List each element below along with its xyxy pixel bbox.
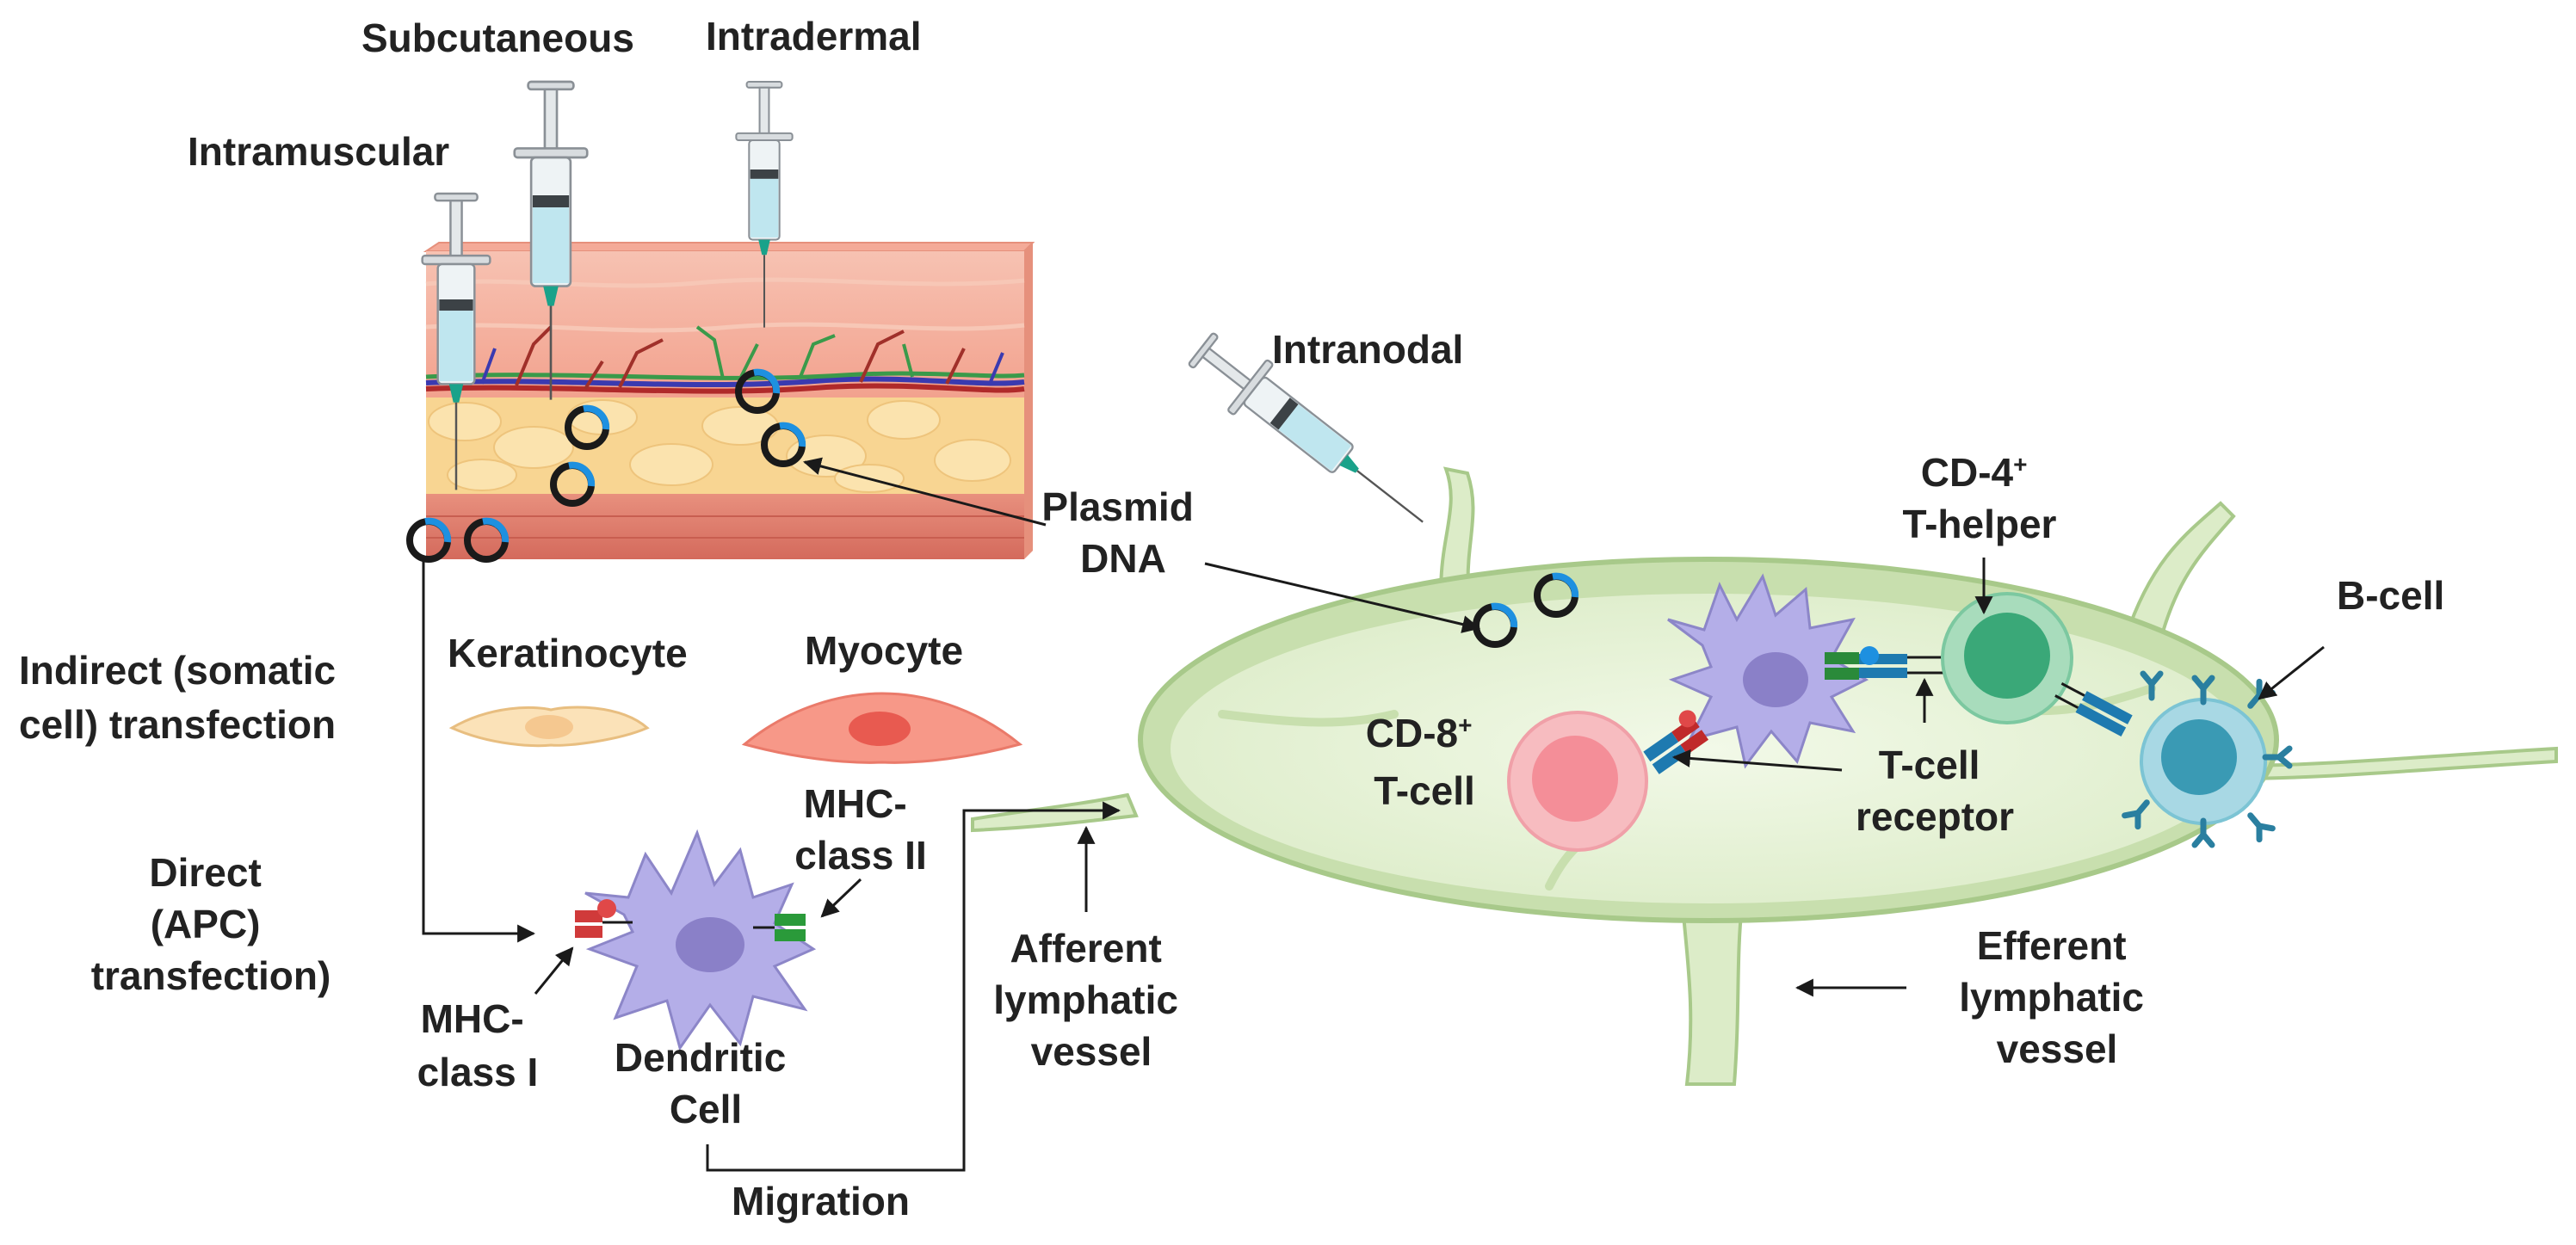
tcr-arrow-left xyxy=(1671,749,1843,772)
label-afferent-lymphatic-vessel: Afferent lymphatic vessel xyxy=(993,926,1189,1074)
label-mhc-class-ii: MHC- class II xyxy=(794,781,926,878)
tcr-mhc2-complex xyxy=(1825,646,1947,680)
bcr-link xyxy=(2054,682,2133,737)
label-myocyte: Myocyte xyxy=(805,628,963,673)
migration-arrow xyxy=(706,801,1121,1172)
label-cd8-t-cell: CD-8+ T-cell xyxy=(1366,697,1483,813)
skin-block xyxy=(423,242,1035,559)
label-intradermal: Intradermal xyxy=(706,14,922,59)
b-cell xyxy=(2125,674,2289,845)
plasmid-arrow-node xyxy=(1204,562,1481,633)
label-indirect-transfection: Indirect (somatic cell) transfection xyxy=(19,648,347,747)
label-efferent-lymphatic-vessel: Efferent lymphatic vessel xyxy=(1959,923,2155,1071)
label-keratinocyte: Keratinocyte xyxy=(448,631,688,675)
label-direct-transfection: Direct (APC) transfection) xyxy=(91,850,331,998)
label-mhc-class-i: MHC- class I xyxy=(417,996,539,1094)
mhc2-arrow xyxy=(820,878,862,918)
mhc1-arrow xyxy=(534,946,574,995)
plasmid-arrow-skin xyxy=(802,457,1047,527)
bcell-arrow xyxy=(2258,645,2325,700)
label-b-cell: B-cell xyxy=(2337,573,2444,618)
label-migration: Migration xyxy=(732,1179,910,1223)
mhc-class-ii-icon xyxy=(753,914,806,941)
keratinocyte-icon xyxy=(448,706,650,748)
lymph-node xyxy=(971,466,2558,1086)
direct-transfection-arrow xyxy=(422,559,536,943)
label-plasmid-dna: Plasmid DNA xyxy=(1041,484,1204,581)
mhc-class-i-icon xyxy=(575,899,633,938)
cd8-t-cell xyxy=(1507,711,1648,852)
label-intramuscular: Intramuscular xyxy=(188,129,449,174)
label-t-cell-receptor: T-cell receptor xyxy=(1856,743,2014,839)
cd4-t-helper-cell xyxy=(1941,592,2073,724)
label-intranodal: Intranodal xyxy=(1272,327,1463,372)
myocyte-icon xyxy=(741,692,1023,764)
label-dendritic-cell: Dendritic Cell xyxy=(615,1035,797,1131)
label-subcutaneous: Subcutaneous xyxy=(361,15,634,60)
label-cd4-t-helper: CD-4+ T-helper xyxy=(1903,436,2057,546)
dendritic-cell-icon xyxy=(1667,573,1869,769)
dendritic-cell-icon xyxy=(584,829,817,1051)
